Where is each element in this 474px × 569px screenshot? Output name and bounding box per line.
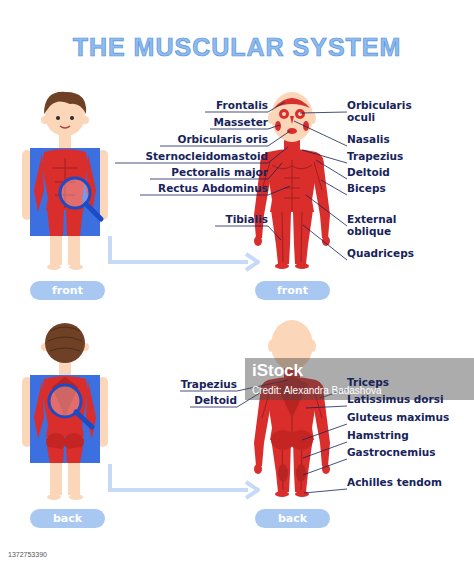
muscle-label: Nasalis [347, 133, 457, 145]
view-pill: back [30, 509, 105, 528]
muscle-label: Biceps [347, 182, 457, 194]
watermark-credit: Credit: Alexandra Badashova [252, 385, 452, 396]
muscle-label: Sternocleidomastoid [100, 150, 268, 162]
muscle-label: Frontalis [108, 99, 268, 111]
pill-text: front [52, 284, 83, 297]
muscle-label: Rectus Abdominus [108, 182, 268, 194]
view-pill: front [30, 281, 105, 300]
pill-text: back [278, 512, 307, 525]
watermark: iStock [252, 361, 342, 381]
muscle-label: Gluteus maximus [347, 411, 467, 423]
muscle-label: Orbicularis oris [108, 133, 268, 145]
pill-text: back [53, 512, 82, 525]
pill-text: front [277, 284, 308, 297]
muscle-label: Trapezius [117, 378, 237, 390]
muscle-label: External oblique [347, 213, 419, 237]
muscle-label: Deltoid [117, 394, 237, 406]
muscle-label: Pectoralis major [108, 166, 268, 178]
muscle-label: Achilles tendom [347, 476, 467, 488]
diagram-title: THE MUSCULAR SYSTEM [0, 33, 474, 62]
muscle-label: Masseter [108, 116, 268, 128]
watermark-id: 1372753390 [8, 551, 88, 558]
muscle-label: Gastrocnemius [347, 446, 467, 458]
muscle-label: Quadriceps [347, 247, 457, 259]
muscle-label: Trapezius [347, 150, 457, 162]
muscle-label: Deltoid [347, 166, 457, 178]
muscle-label: Hamstring [347, 429, 467, 441]
view-pill: back [255, 509, 330, 528]
muscle-label: Tibialis [108, 213, 268, 225]
view-pill: front [255, 281, 330, 300]
muscle-label: Orbicularis oculi [347, 99, 432, 123]
